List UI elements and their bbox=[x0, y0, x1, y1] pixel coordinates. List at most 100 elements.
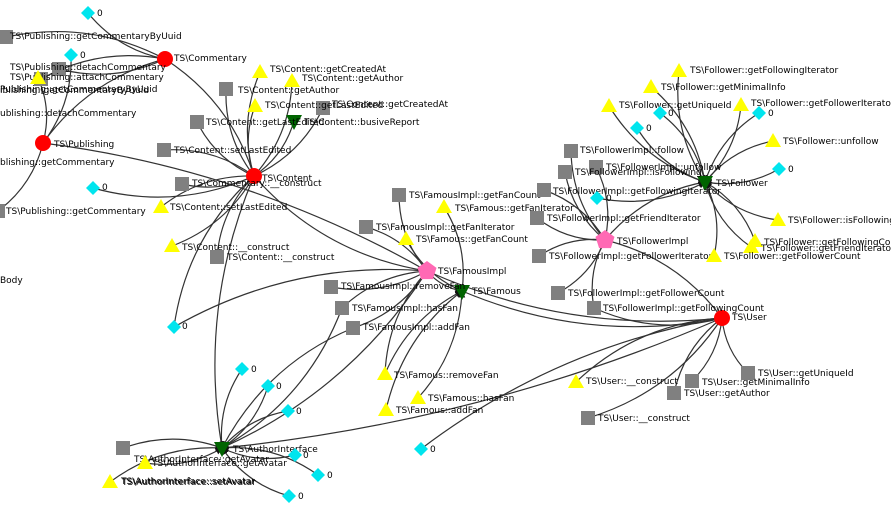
graph-node-class[interactable]: TS\Content bbox=[246, 168, 313, 184]
method-square-icon bbox=[581, 411, 595, 425]
dependency-edge bbox=[703, 181, 752, 248]
graph-node-constant[interactable]: 0 bbox=[86, 181, 108, 195]
node-label: TS\Publishing bbox=[53, 140, 114, 150]
graph-node-interface-method[interactable]: TS\AuthorInterface::getAvatar bbox=[137, 455, 287, 469]
graph-node-method[interactable]: TS\FamousImpl::getFanIterator bbox=[359, 220, 515, 234]
graph-node-method[interactable]: TS\FollowerImpl::getFollowingIterator bbox=[537, 183, 721, 197]
graph-node-interface-method[interactable]: TS\Follower::getFollowerCount bbox=[706, 248, 861, 262]
graph-node-constant[interactable]: 0 bbox=[630, 121, 652, 135]
graph-node-interface-method[interactable]: TS\Follower::getFriendIterator bbox=[743, 239, 891, 254]
constant-diamond-icon bbox=[261, 379, 275, 393]
graph-node-interface-method[interactable]: TS\Follower::getUniqueId bbox=[601, 98, 732, 112]
graph-node-interface-method[interactable]: TS\Content::getLastEdited bbox=[247, 98, 383, 112]
graph-node-interface-method[interactable]: TS\Follower::getMinimalInfo bbox=[643, 79, 786, 93]
graph-node-interface-method[interactable]: TS\Famous::getFanCount bbox=[398, 231, 528, 245]
dependency-edge bbox=[704, 181, 718, 257]
node-label: TS\User::getUniqueId bbox=[757, 369, 854, 379]
graph-node-constant[interactable]: 0 bbox=[653, 106, 674, 120]
graph-node-method[interactable]: TS\Content::getLastEdited bbox=[190, 115, 324, 129]
graph-node-method[interactable]: TS\User::__construct bbox=[581, 411, 690, 425]
graph-node-interface[interactable]: TS\Follower bbox=[697, 176, 768, 191]
graph-node-interface-method[interactable]: TS\Content::setLastEdited bbox=[153, 199, 287, 213]
node-label: TS\Follower::isFollowing bbox=[787, 216, 891, 226]
graph-node-implementation[interactable]: TS\FollowerImpl bbox=[595, 230, 689, 249]
graph-node-class[interactable]: TS\User bbox=[714, 310, 767, 326]
graph-node-fragment[interactable]: iblishing::getCommentaryByUuid bbox=[0, 86, 149, 96]
dependency-edge bbox=[221, 317, 723, 451]
graph-node-fragment[interactable]: ublishing::detachCommentary bbox=[0, 109, 137, 119]
graph-node-implementation[interactable]: TS\FamousImpl bbox=[417, 261, 507, 280]
graph-node-interface-method[interactable]: TS\Follower::getFollowingIterator bbox=[671, 63, 839, 77]
graph-node-method[interactable]: TS\FollowerImpl::unfollow bbox=[589, 160, 721, 174]
graph-node-method[interactable]: TS\FollowerImpl::isFollowing bbox=[558, 165, 702, 179]
graph-node-method[interactable]: TS\FamousImpl::addFan bbox=[346, 321, 470, 335]
graph-node-constant[interactable]: 0 bbox=[772, 162, 794, 176]
graph-node-interface-method[interactable]: TS\Content::__construct bbox=[164, 238, 290, 253]
node-label: 0 bbox=[668, 109, 674, 119]
graph-node-class[interactable]: TS\Commentary bbox=[157, 51, 248, 67]
node-label: TS\AuthorInterface bbox=[232, 445, 318, 455]
graph-node-constant[interactable]: 0 bbox=[235, 362, 257, 376]
graph-node-constant[interactable]: 0 bbox=[64, 48, 86, 62]
graph-node-interface-method[interactable]: TS\User::__construct bbox=[568, 374, 678, 388]
graph-node-constant[interactable]: 0 bbox=[311, 468, 333, 482]
graph-node-method[interactable]: TS\User::getMinimalInfo bbox=[685, 374, 810, 388]
graph-node-interface[interactable]: TS\Content::busiveReport bbox=[286, 115, 420, 130]
graph-node-method[interactable]: TS\User::getAuthor bbox=[667, 386, 770, 400]
graph-node-interface-method[interactable]: TS\Famous::addFan bbox=[378, 402, 483, 416]
method-square-icon bbox=[210, 250, 224, 264]
dependency-edge bbox=[719, 317, 749, 374]
graph-node-method[interactable]: TS\FamousImpl::hasFan bbox=[335, 301, 458, 315]
graph-node-method[interactable]: TS\Content::getCreatedAt bbox=[316, 100, 448, 115]
graph-node-constant[interactable]: 0 bbox=[752, 106, 774, 120]
graph-node-constant[interactable]: 0 bbox=[414, 442, 436, 456]
graph-node-method[interactable]: TS\FollowerImpl::getFollowerIterator bbox=[532, 249, 713, 263]
graph-node-interface-method[interactable]: TS\Famous::getFanIterator bbox=[436, 199, 574, 214]
graph-node-method[interactable]: TS\Content::getAuthor bbox=[219, 82, 339, 96]
graph-node-constant[interactable]: 0 bbox=[288, 448, 309, 462]
graph-node-constant[interactable]: 0 bbox=[261, 379, 282, 393]
graph-node-constant[interactable]: 0 bbox=[590, 191, 612, 205]
graph-node-method[interactable]: TS\FamousImpl::removeFan bbox=[324, 280, 465, 294]
graph-node-interface[interactable]: TS\Famous bbox=[454, 285, 521, 300]
graph-node-method[interactable]: TS\Publishing::getCommentaryByUuid bbox=[0, 30, 182, 44]
graph-node-method[interactable]: TS\FollowerImpl::follow bbox=[564, 144, 684, 158]
graph-node-method[interactable]: TS\FollowerImpl::getFollowerCount bbox=[551, 286, 725, 300]
graph-node-constant[interactable]: 0 bbox=[282, 489, 304, 503]
graph-node-method[interactable]: TS\Commentary::__construct bbox=[175, 177, 322, 191]
graph-node-interface-method[interactable]: TS\Famous::hasFan bbox=[410, 390, 514, 404]
graph-node-interface-method[interactable]: TS\Famous::removeFan bbox=[377, 366, 499, 381]
node-label: TS\FamousImpl::getFanCount bbox=[408, 191, 541, 201]
graph-node-interface-method[interactable]: Publishing::getCommentaryByUuid bbox=[0, 70, 157, 95]
graph-node-interface-method[interactable]: TS\Content::getAuthor bbox=[284, 73, 403, 87]
graph-node-fragment[interactable]: blishing::getCommentary bbox=[0, 158, 115, 168]
interface-method-triangle-icon bbox=[568, 374, 584, 388]
graph-node-method[interactable]: TS\AuthorInterface::getAvatar bbox=[116, 441, 269, 465]
graph-node-interface-method[interactable]: TS\Follower::getFollowerIterator bbox=[733, 97, 891, 111]
graph-node-interface[interactable]: TS\AuthorInterface bbox=[214, 442, 318, 457]
graph-node-method[interactable]: TS\User::getUniqueId bbox=[741, 366, 854, 380]
graph-node-constant[interactable]: 0 bbox=[281, 404, 302, 418]
graph-node-method[interactable]: TS\FollowerImpl::getFriendIterator bbox=[530, 211, 701, 225]
graph-node-fragment[interactable]: TS\AuthorInterface::setAvatar bbox=[121, 478, 256, 488]
graph-node-method[interactable]: TS\FamousImpl::getFanCount bbox=[392, 188, 541, 202]
graph-node-interface-method[interactable]: TS\Follower::unfollow bbox=[765, 133, 879, 147]
graph-node-fragment[interactable]: Body bbox=[0, 276, 23, 286]
graph-node-constant[interactable]: 0 bbox=[167, 320, 188, 334]
graph-node-method[interactable]: TS\Publishing::getCommentary bbox=[0, 204, 146, 218]
graph-node-method[interactable]: TS\Content::__construct bbox=[210, 250, 335, 264]
graph-node-constant[interactable]: 0 bbox=[81, 6, 103, 20]
node-label: 0 bbox=[251, 365, 257, 375]
graph-node-interface-method[interactable]: TS\AuthorInterface::setAvatar bbox=[102, 474, 255, 488]
graph-node-interface-method[interactable]: TS\Follower::isFollowing bbox=[770, 212, 891, 226]
graph-node-method[interactable]: TS\FollowerImpl::getFollowingCount bbox=[587, 301, 765, 315]
dependency-edge bbox=[659, 112, 708, 183]
graph-node-method[interactable]: TS\Content::setLastEdited bbox=[157, 143, 291, 157]
graph-node-interface-method[interactable]: TS\Content::getCreatedAt bbox=[252, 64, 386, 78]
graph-node-class[interactable]: TS\Publishing bbox=[35, 135, 114, 151]
graph-node-method[interactable]: TS\Publishing::detachCommentary bbox=[9, 62, 167, 76]
dependency-edge bbox=[593, 307, 723, 326]
dependency-edge bbox=[557, 239, 606, 294]
node-label: TS\Famous bbox=[471, 287, 521, 297]
